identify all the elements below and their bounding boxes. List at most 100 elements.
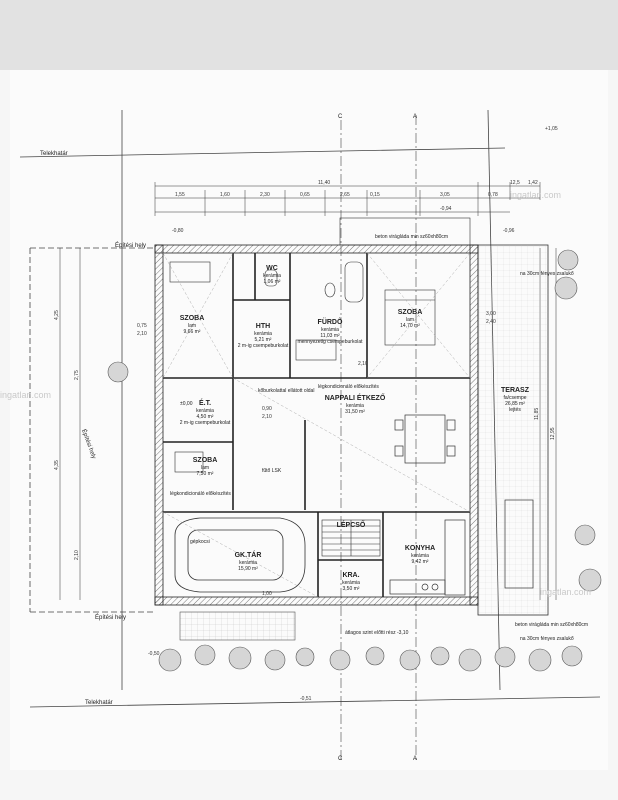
kitchen-counter (389, 519, 466, 596)
terrace-deck (478, 245, 548, 615)
section-c-bottom: C (338, 756, 343, 762)
dim-right-2: 12,95 (550, 427, 556, 440)
room-terasz: TERASZ fa/csempe 26,85 m² lejtés (501, 387, 530, 413)
level-4: +1,05 (545, 126, 558, 132)
room-name: É.T. (199, 398, 211, 407)
room-floor: kerámia (321, 327, 339, 333)
room-nappali: NAPPALI ÉTKEZŐ kerámia 31,50 m² (325, 393, 386, 415)
note-kobur: kőburkolattal ellátott oldal (258, 388, 314, 394)
dim-top-4: 0,65 (300, 192, 310, 198)
dim-left-3: 4,35 (54, 460, 60, 470)
room-area: 26,85 m² (505, 401, 525, 407)
dim-top-total: 11,40 (318, 180, 330, 186)
room-name: SZOBA (398, 309, 423, 316)
level-6: -0,50 (148, 651, 160, 657)
dim-door-3: 0,90 (262, 406, 272, 412)
room-area: 15,90 m² (238, 566, 258, 572)
room-area: 5,21 m² (255, 337, 272, 343)
room-szoba-w: SZOBA lam 7,50 m² (193, 457, 218, 477)
room-szoba-nw: SZOBA lam 9,66 m² (180, 315, 205, 335)
level-3: -0,96 (503, 228, 515, 234)
room-area: 9,66 m² (184, 329, 201, 335)
room-furdo: FÜRDŐ kerámia 11,03 m² mennyezetig csemp… (297, 317, 363, 345)
note-cserje-bottom: na 30cm fényes zsalukő (520, 636, 574, 642)
dim-door-4: 2,10 (262, 414, 272, 420)
room-et: É.T. kerámia 4,50 m² 2 m-ig csempeburkol… (180, 398, 231, 426)
bathroom-fixtures (264, 261, 364, 361)
section-lines (340, 115, 417, 760)
room-name: GK.TÁR (235, 550, 262, 559)
room-name: SZOBA (193, 457, 218, 464)
room-floor: lam (188, 323, 196, 329)
room-diagonals (162, 252, 471, 598)
room-area: 4,50 m² (197, 414, 214, 420)
label-epitesi-hely-top: Építési hely (115, 242, 146, 249)
dim-top-8: 0,78 (488, 192, 498, 198)
room-floor: kerámia (239, 560, 257, 566)
dim-top-3: 2,30 (260, 192, 270, 198)
note-gepkocsi: gépkocsi (190, 539, 210, 545)
dim-top-1: 1,55 (175, 192, 185, 198)
dim-top-7: 3,05 (440, 192, 450, 198)
section-a-bottom: A (413, 756, 417, 762)
room-name: KONYHA (405, 545, 435, 552)
room-floor: kerámia (411, 553, 429, 559)
room-name: WC (266, 265, 278, 272)
dim-top-right-2: 1,42 (528, 180, 538, 186)
note-szint: átlagos szint előtti rész -3,10 (345, 630, 409, 636)
label-telekhatar-top: Telekhatár (40, 151, 68, 157)
level-5: -0,51 (300, 696, 312, 702)
dim-left-4: 2,10 (74, 550, 80, 560)
watermark-3: ingatlan.com (540, 587, 591, 597)
paving-strip (179, 611, 296, 641)
room-area: 1,06 m² (264, 279, 281, 285)
dim-top-5: 2,65 (340, 192, 350, 198)
note-futo: fűtő LSK (262, 468, 282, 474)
room-note: lejtés (509, 407, 521, 413)
watermark-1: ingatlan.com (510, 190, 561, 200)
dim-top-2: 1,60 (220, 192, 230, 198)
room-note: 2 m-ig csempeburkolat (238, 343, 289, 349)
room-name: FÜRDŐ (318, 317, 343, 326)
scan-top-margin (0, 0, 618, 70)
note-level-zero: ±0,00 (180, 401, 193, 407)
room-name: KRA. (342, 572, 359, 579)
label-epitesi-hely-left: Építési hely (80, 428, 97, 460)
room-name: HTH (256, 323, 270, 330)
note-legkondi-nappali: légkondicionáló előkészítés (318, 384, 379, 390)
note-cserje-top: na 30cm fényes zsalukő (520, 271, 574, 277)
dim-door-5: 1,00 (262, 591, 272, 597)
room-floor: kerámia (346, 403, 364, 409)
level-2: -0,94 (440, 206, 452, 212)
level-1: -0,80 (172, 228, 184, 234)
trees-right (107, 249, 602, 592)
room-floor: kerámia (263, 273, 281, 279)
room-szoba-ne: SZOBA lam 14,70 m² (398, 309, 423, 329)
room-wc: WC kerámia 1,06 m² (263, 265, 281, 285)
room-lepcso: LÉPCSŐ (337, 520, 366, 529)
dining-table (394, 414, 534, 589)
dim-right-4: 2,40 (486, 319, 496, 325)
room-area: 3,50 m² (343, 586, 360, 592)
note-beton-bottom: beton virágláda min sz60xh80cm (515, 622, 588, 628)
note-legkondi-szoba: légkondicionáló előkészítés (170, 491, 231, 497)
room-note: mennyezetig csempeburkolat (297, 339, 363, 345)
room-konyha: KONYHA kerámia 9,42 m² (405, 545, 435, 565)
room-area: 9,42 m² (412, 559, 429, 565)
inner-walls (163, 253, 470, 597)
label-epitesi-hely-bottom: Építési hely (95, 614, 126, 621)
room-floor: kerámia (342, 580, 360, 586)
room-floor: kerámia (254, 331, 272, 337)
label-telekhatar-bottom: Telekhatár (85, 700, 113, 706)
watermark-2: ingatlan.com (0, 390, 51, 400)
dim-left-1: 4,25 (54, 310, 60, 320)
room-gk-tar: GK.TÁR kerámia 15,90 m² (235, 550, 262, 572)
room-area: 11,03 m² (320, 333, 340, 339)
room-name: LÉPCSŐ (337, 520, 366, 529)
room-name: SZOBA (180, 315, 205, 322)
room-hth: HTH kerámia 5,21 m² 2 m-ig csempeburkola… (238, 323, 289, 349)
section-a-top: A (413, 114, 417, 120)
trees-bottom (158, 644, 583, 672)
room-kra: KRA. kerámia 3,50 m² (342, 572, 360, 592)
